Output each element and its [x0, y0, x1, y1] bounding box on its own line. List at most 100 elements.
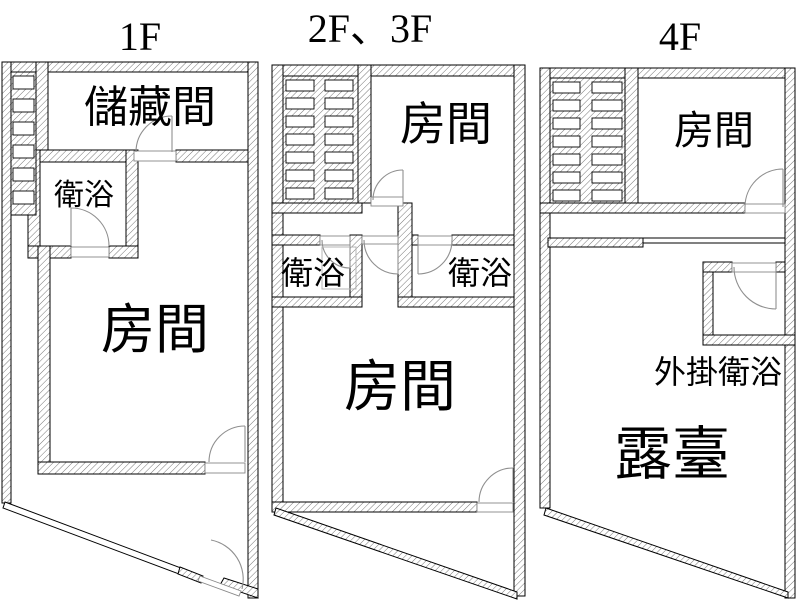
wall-room-main-bottom [271, 501, 478, 513]
stair-step [552, 99, 581, 112]
wall-room-upper-bottom [451, 234, 515, 246]
door-arc-storage [135, 115, 173, 153]
room-label-room-4f: 房間 [674, 108, 754, 153]
wall-bath-bottom-right [108, 245, 139, 259]
stair-step [285, 187, 315, 200]
stair-step [285, 79, 315, 92]
floor-plan-1f: 1F [1, 14, 259, 599]
door-sill-storage [133, 150, 177, 162]
wall-diagonal-segment [177, 566, 204, 584]
stair-step [552, 117, 581, 130]
room-label-room-main-2f3f: 房間 [344, 357, 456, 419]
wall-bath-left-bottom [271, 296, 363, 308]
wall-storage-bottom-right [175, 149, 249, 163]
wall-room-left [37, 245, 51, 475]
doors-4f [731, 168, 786, 310]
floor-plan-2f3f: 2F、3F [271, 6, 526, 600]
stair-step [552, 135, 581, 148]
stair-step [12, 121, 35, 136]
floor-title-4f: 4F [659, 14, 701, 59]
door-arc-bath-right [417, 239, 453, 275]
door-arc-bath-left [321, 239, 351, 269]
shower-stall [321, 246, 357, 290]
stair-step [324, 151, 354, 164]
door-arc-room-main [478, 467, 514, 503]
wall-stair-right [35, 61, 49, 163]
door-sill-room-main [476, 502, 514, 513]
wall-central [397, 202, 413, 308]
stair-step [12, 75, 35, 90]
door-sill-corridor [361, 235, 399, 245]
door-arc-room-upper [372, 169, 404, 201]
staircase-1f [10, 71, 37, 216]
stair-step [591, 81, 623, 94]
wall-room-left [624, 67, 639, 204]
wall-entry-diagonal [2, 501, 198, 581]
stair-step [552, 171, 581, 184]
stair-step [324, 79, 354, 92]
room-label-terrace-4f: 露臺 [614, 422, 730, 487]
wall-room-upper-left [357, 64, 372, 204]
wall-right [513, 64, 526, 597]
wall-left [539, 67, 551, 509]
wall-extbath-bottom [702, 334, 796, 346]
door-sill-room [204, 462, 246, 474]
wall-top [539, 67, 796, 79]
door-arc-bath [70, 207, 110, 247]
stair-step [285, 97, 315, 110]
stair-step [285, 169, 315, 182]
wall-hall-bottom [271, 234, 321, 246]
stair-step [591, 153, 623, 166]
walls-1f [1, 61, 259, 599]
stair-step [552, 153, 581, 166]
stair-step [285, 151, 315, 164]
wall-room-bottom [37, 461, 206, 475]
stair-step [552, 81, 581, 94]
staircase-4f [549, 77, 626, 204]
wall-extbath-top [702, 261, 733, 273]
wall-room-upper-bottom-stub [411, 234, 419, 246]
wall-extbath-top-stub [775, 261, 786, 273]
doors-1f [70, 115, 246, 597]
wall-terrace-parapet [642, 237, 786, 244]
wall-top [271, 64, 526, 77]
door-arc-entry [210, 539, 244, 590]
floor-title-1f: 1F [119, 14, 161, 59]
stair-step [591, 99, 623, 112]
door-arc-room [744, 168, 784, 208]
wall-right [784, 67, 796, 599]
stair-step [324, 169, 354, 182]
stair-step [591, 189, 623, 202]
staircase-2f3f [282, 75, 359, 204]
stair-step [12, 190, 35, 205]
stair-step [285, 115, 315, 128]
wall-left [1, 61, 12, 504]
stair-step [285, 133, 315, 146]
walls-4f [539, 67, 796, 599]
door-sill-bath-left [319, 235, 351, 246]
wall-bath-right [125, 149, 139, 259]
door-arc-extbath [733, 266, 777, 310]
wall-bath-right-bottom [397, 296, 515, 308]
door-sill-bath [70, 246, 110, 258]
wall-storage-bottom-left [35, 149, 135, 163]
wall-room-bottom [539, 202, 746, 214]
stair-step [12, 144, 35, 159]
stair-step [591, 117, 623, 130]
stair-step [591, 135, 623, 148]
stair-step [552, 189, 581, 202]
door-arc-room [208, 425, 246, 463]
room-label-storage-1f: 儲藏間 [84, 83, 216, 132]
door-sill-extbath [731, 262, 777, 273]
stair-step [12, 167, 35, 182]
floor-title-2f3f: 2F、3F [308, 6, 433, 51]
wall-right [247, 61, 259, 599]
stair-step [591, 171, 623, 184]
wall-hall-bottom-left [547, 237, 644, 248]
room-label-bath-left-2f3f: 衛浴 [281, 255, 345, 291]
door-sill-room [744, 203, 786, 214]
walls-2f3f [271, 64, 526, 600]
wall-extbath-left [702, 261, 714, 346]
